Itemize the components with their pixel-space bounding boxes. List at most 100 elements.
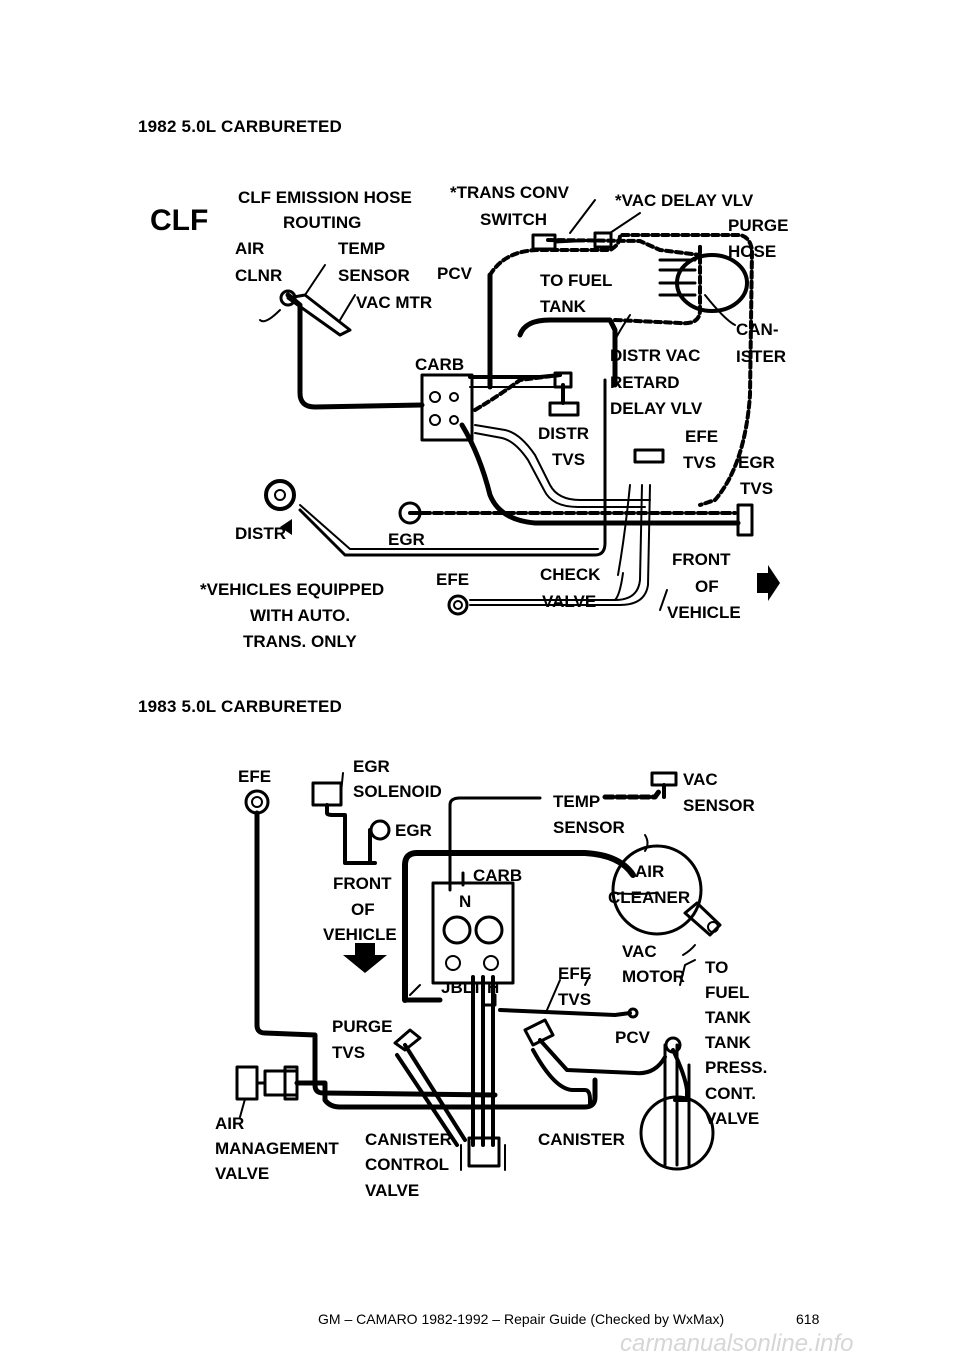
label-air-b: CLNR — [235, 266, 282, 285]
canister-control-valve-shape — [467, 1136, 501, 1168]
hose-efe — [469, 484, 651, 606]
label-check-b: VALVE — [542, 592, 596, 611]
label-efe: EFE — [436, 570, 469, 589]
label-egr-tvs-a: EGR — [738, 453, 775, 472]
label-distr-tvs-a: DISTR — [538, 424, 589, 443]
egr-tvs-shape — [736, 503, 754, 537]
label-vac-b: SENSOR — [683, 796, 755, 815]
label-front-c: VEHICLE — [323, 925, 397, 944]
label-air-mgmt-c: VALVE — [215, 1164, 269, 1183]
egr-valve-shape — [369, 819, 391, 841]
label-temp-a: TEMP — [338, 239, 385, 258]
label-efe-tvs-a: EFE — [685, 427, 718, 446]
hose-air-mgmt — [294, 1077, 598, 1110]
label-can-ctrl-c: VALVE — [365, 1181, 419, 1200]
label-tank-c: CONT. — [705, 1084, 756, 1103]
label-air-mgmt-b: MANAGEMENT — [215, 1139, 339, 1158]
label-trans-conv-a: *TRANS CONV — [450, 183, 570, 202]
distr-tvs-shape — [548, 401, 580, 417]
label-egr-tvs-b: TVS — [740, 479, 773, 498]
label-title-b: ROUTING — [283, 213, 361, 232]
purge-tvs-shape — [393, 1028, 422, 1052]
label-canister: CANISTER — [538, 1130, 625, 1149]
label-canister-a: CAN- — [736, 320, 779, 339]
label-carb: CARB — [415, 355, 464, 374]
label-distr-tvs-b: TVS — [552, 450, 585, 469]
watermark: carmanualsonline.info — [620, 1330, 854, 1357]
footer-text: GM – CAMARO 1982-1992 – Repair Guide (Ch… — [318, 1311, 725, 1327]
front-arrow-icon — [343, 943, 387, 973]
label-n: N — [459, 892, 471, 911]
efe-tvs-shape — [633, 448, 665, 464]
label-efe: EFE — [238, 767, 271, 786]
label-front-c: VEHICLE — [667, 603, 741, 622]
label-carb: CARB — [473, 866, 522, 885]
label-to-fuel-a: TO FUEL — [540, 271, 612, 290]
label-distr: DISTR — [235, 524, 286, 543]
label-distr-vac-a: DISTR VAC — [610, 346, 700, 365]
label-front-a: FRONT — [333, 874, 392, 893]
label-vac-delay: *VAC DELAY VLV — [615, 191, 754, 210]
label-efe-tvs-a: EFE — [558, 964, 591, 983]
label-temp-b: SENSOR — [338, 266, 410, 285]
label-check-a: CHECK — [540, 565, 601, 584]
label-purge-a: PURGE — [728, 216, 788, 235]
section-heading-1982: 1982 5.0L CARBURETED — [138, 117, 342, 136]
label-egr-sol-b: SOLENOID — [353, 782, 442, 801]
carb-body — [420, 373, 474, 442]
label-air-cleaner-b: CLEANER — [608, 888, 690, 907]
label-air-a: AIR — [235, 239, 264, 258]
hose-purge-dashed — [488, 233, 754, 507]
label-can-ctrl-a: CANISTER — [365, 1130, 452, 1149]
label-efe-tvs-b: TVS — [558, 990, 591, 1009]
page-number: 618 — [796, 1311, 820, 1327]
label-egr: EGR — [395, 821, 432, 840]
label-egr-sol-a: EGR — [353, 757, 390, 776]
distributor-arrow-icon — [280, 519, 292, 535]
hose-distr-inner — [299, 504, 599, 550]
hose-carb-right — [517, 317, 618, 388]
hose-carb-to-egr-main — [459, 422, 741, 526]
label-pcv: PCV — [615, 1028, 651, 1047]
clf-logo: CLF — [150, 204, 208, 237]
label-vac-motor-a: VAC — [622, 942, 657, 961]
efe-tvs-shape — [523, 1018, 555, 1047]
hose-routing-diagram-1982: CLF CLF EMISSION HOSE ROUTING *TRANS CON… — [140, 155, 825, 670]
efe-hose — [254, 810, 498, 1098]
distributor-shape — [264, 479, 296, 511]
label-distr-vac-c: DELAY VLV — [610, 399, 703, 418]
hose-distr-line — [298, 378, 607, 557]
egr-solenoid-shape — [311, 781, 343, 807]
label-title-a: CLF EMISSION HOSE — [238, 188, 412, 207]
label-purge-b: HOSE — [728, 242, 776, 261]
label-purge-a: PURGE — [332, 1017, 392, 1036]
hose-check-valve — [617, 484, 631, 576]
label-egr: EGR — [388, 530, 425, 549]
label-can-ctrl-b: CONTROL — [365, 1155, 449, 1174]
label-front-b: OF — [351, 900, 375, 919]
hose-routing-diagram-1983: EFE EGR SOLENOID EGR TEMP SENSOR VAC SEN… — [165, 745, 795, 1205]
label-front-b: OF — [695, 577, 719, 596]
air-cleaner-shape — [611, 844, 703, 936]
label-distr-vac-b: RETARD — [610, 373, 680, 392]
section-heading-1983: 1983 5.0L CARBURETED — [138, 697, 342, 716]
label-to-fuel-c: TANK — [705, 1008, 752, 1027]
label-vehicles-a: *VEHICLES EQUIPPED — [200, 580, 384, 599]
air-management-valve-shape — [235, 1065, 259, 1101]
label-canister-b: ISTER — [736, 347, 786, 366]
front-arrow-icon — [757, 565, 780, 601]
label-to-fuel-b: TANK — [540, 297, 587, 316]
label-tank-a: TANK — [705, 1033, 752, 1052]
label-pcv: PCV — [437, 264, 473, 283]
label-ports: JBLT H — [441, 978, 499, 997]
label-temp-b: SENSOR — [553, 818, 625, 837]
diagram-1982-svg: CLF CLF EMISSION HOSE ROUTING *TRANS CON… — [150, 183, 788, 651]
efe-valve-shape — [447, 594, 469, 616]
diagram-1983-svg: EFE EGR SOLENOID EGR TEMP SENSOR VAC SEN… — [215, 757, 767, 1200]
efe-valve-shape — [244, 789, 270, 815]
egr-valve-shape — [398, 501, 422, 525]
label-front-a: FRONT — [672, 550, 731, 569]
label-purge-b: TVS — [332, 1043, 365, 1062]
label-vac-mtr: VAC MTR — [356, 293, 432, 312]
label-trans-conv-b: SWITCH — [480, 210, 547, 229]
